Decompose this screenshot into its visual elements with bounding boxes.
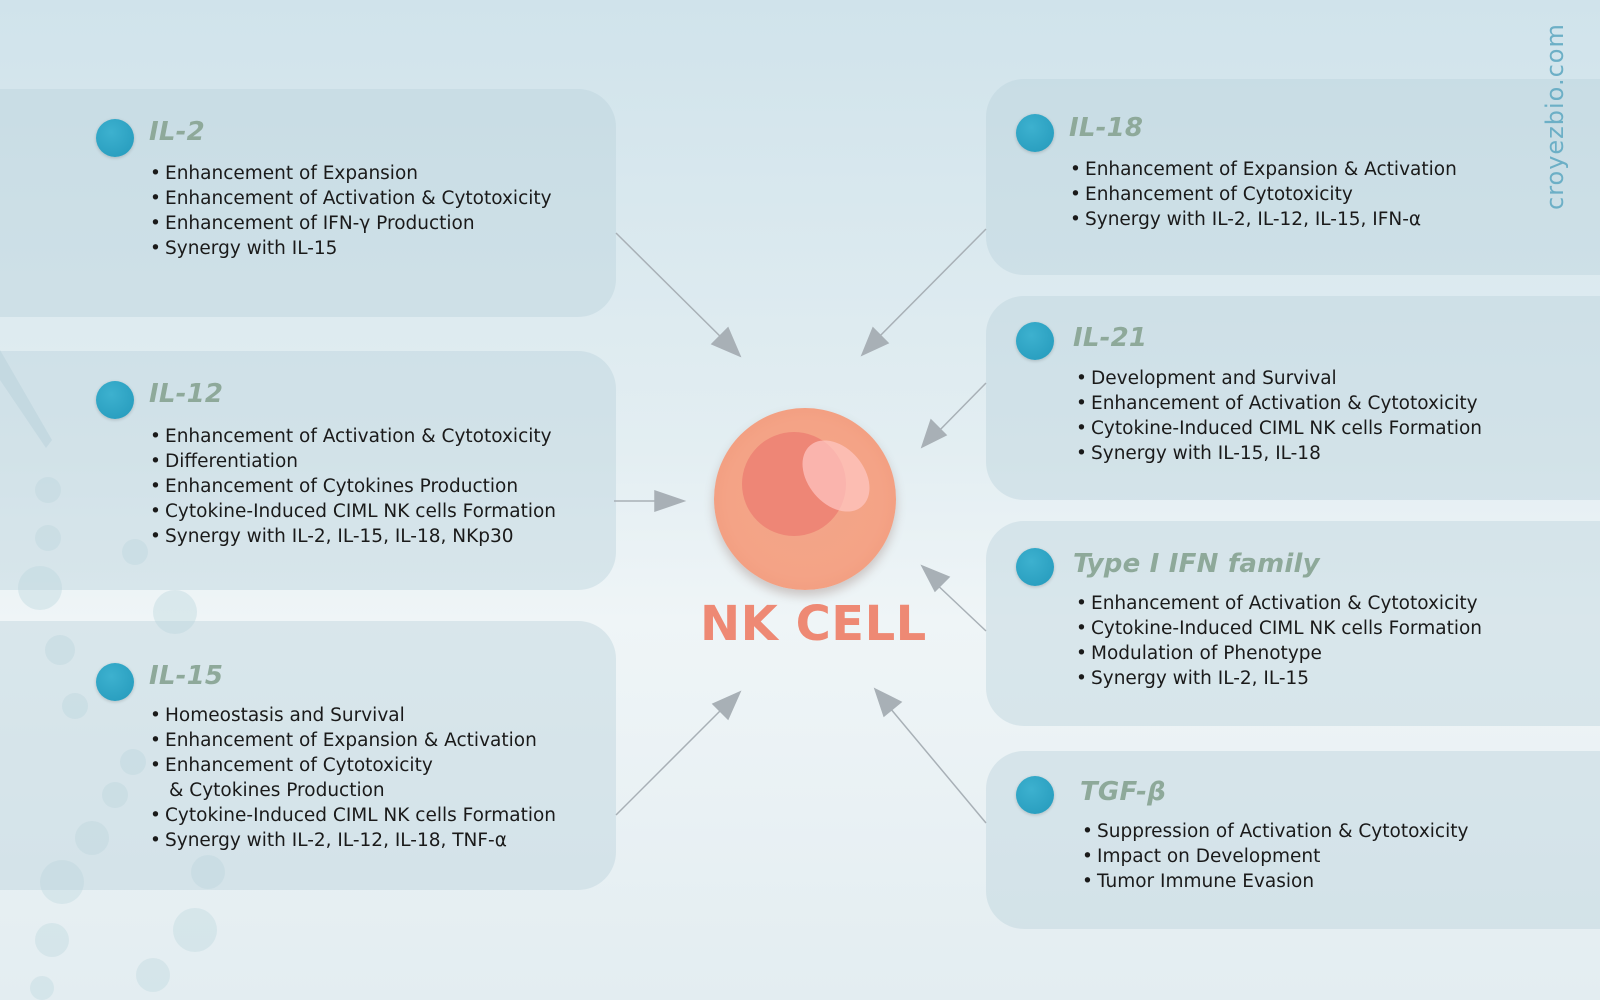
list-item: •Synergy with IL-2, IL-15 xyxy=(1076,668,1310,689)
il15-card: IL-15 •Homeostasis and Survival •Enhance… xyxy=(0,621,616,890)
list-item: •Enhancement of IFN-γ Production xyxy=(150,213,475,234)
list-item: •Tumor Immune Evasion xyxy=(1082,871,1315,892)
ifn-item-list: •Enhancement of Activation & Cytotoxicit… xyxy=(1076,591,1482,691)
il18-title: IL-18 xyxy=(1069,113,1144,143)
il2-card: IL-2 •Enhancement of Expansion •Enhancem… xyxy=(0,89,616,317)
il2-arrowhead xyxy=(710,326,742,358)
il2-bullet-dot xyxy=(96,119,134,157)
list-item: •Enhancement of Cytokines Production xyxy=(150,476,519,497)
il12-card: IL-12 •Enhancement of Activation & Cytot… xyxy=(0,351,616,590)
il12-arrowhead xyxy=(654,489,687,513)
list-item: •Enhancement of Expansion & Activation xyxy=(1070,159,1457,180)
list-item: •Synergy with IL-2, IL-15, IL-18, NKp30 xyxy=(150,526,514,547)
list-item: •Enhancement of Activation & Cytotoxicit… xyxy=(1076,393,1478,414)
nk-cell-graphic xyxy=(714,408,896,590)
il21-arrowhead xyxy=(920,418,948,449)
tgf-title: TGF-β xyxy=(1080,777,1166,807)
il15-arrowhead xyxy=(711,690,742,721)
list-item: •Enhancement of Cytotoxicity xyxy=(150,755,433,776)
list-item: •Impact on Development xyxy=(1082,846,1321,867)
il2-to-cell-arrow xyxy=(615,232,737,353)
ifn-arrowhead xyxy=(920,564,951,593)
list-item: •Synergy with IL-2, IL-12, IL-15, IFN-α xyxy=(1070,209,1422,230)
tgf-beta-card: TGF-β •Suppression of Activation & Cytot… xyxy=(986,751,1600,929)
ifn-bullet-dot xyxy=(1016,548,1054,586)
list-item: •Cytokine-Induced CIML NK cells Formatio… xyxy=(1076,418,1483,439)
il12-title: IL-12 xyxy=(149,379,224,409)
list-item: •Enhancement of Cytotoxicity xyxy=(1070,184,1353,205)
list-item: •Enhancement of Expansion xyxy=(150,163,418,184)
il21-title: IL-21 xyxy=(1073,323,1148,353)
il15-title: IL-15 xyxy=(149,661,224,691)
il12-bullet-dot xyxy=(96,381,134,419)
list-item: •Synergy with IL-15, IL-18 xyxy=(1076,443,1321,464)
list-item: •Development and Survival xyxy=(1076,368,1337,389)
tgf-item-list: •Suppression of Activation & Cytotoxicit… xyxy=(1082,819,1468,894)
il18-bullet-dot xyxy=(1016,114,1054,152)
list-item-continuation: & Cytokines Production xyxy=(169,780,385,801)
tgf-arrowhead xyxy=(873,687,903,718)
list-item: •Enhancement of Expansion & Activation xyxy=(150,730,537,751)
il18-item-list: •Enhancement of Expansion & Activation •… xyxy=(1070,157,1457,232)
tgf-to-cell-arrow xyxy=(884,701,987,824)
il21-bullet-dot xyxy=(1016,322,1054,360)
watermark-text: croyezbio.com xyxy=(1541,23,1569,210)
list-item: •Suppression of Activation & Cytotoxicit… xyxy=(1082,821,1469,842)
list-item: •Cytokine-Induced CIML NK cells Formatio… xyxy=(1076,618,1483,639)
list-item: •Homeostasis and Survival xyxy=(150,705,405,726)
tgf-bullet-dot xyxy=(1016,776,1054,814)
il21-item-list: •Development and Survival •Enhancement o… xyxy=(1076,366,1482,466)
list-item: •Synergy with IL-2, IL-12, IL-18, TNF-α xyxy=(150,830,507,851)
list-item: •Cytokine-Induced CIML NK cells Formatio… xyxy=(150,805,557,826)
list-item: •Synergy with IL-15 xyxy=(150,238,338,259)
type-i-ifn-card: Type I IFN family •Enhancement of Activa… xyxy=(986,521,1600,726)
il12-item-list: •Enhancement of Activation & Cytotoxicit… xyxy=(150,424,556,549)
list-item: •Enhancement of Activation & Cytotoxicit… xyxy=(150,426,552,447)
il18-card: IL-18 •Enhancement of Expansion & Activa… xyxy=(986,79,1600,275)
il2-title: IL-2 xyxy=(149,117,205,147)
il15-to-cell-arrow xyxy=(615,702,729,816)
ifn-title: Type I IFN family xyxy=(1073,549,1320,579)
list-item: •Modulation of Phenotype xyxy=(1076,643,1322,664)
il18-to-cell-arrow xyxy=(871,228,987,345)
il15-item-list: •Homeostasis and Survival •Enhancement o… xyxy=(150,703,556,853)
il2-item-list: •Enhancement of Expansion •Enhancement o… xyxy=(150,161,552,261)
il18-arrowhead xyxy=(860,326,890,357)
il21-to-cell-arrow xyxy=(933,382,987,437)
ifn-to-cell-arrow xyxy=(931,579,987,632)
list-item: •Enhancement of Activation & Cytotoxicit… xyxy=(150,188,552,209)
list-item: •Differentiation xyxy=(150,451,298,472)
il15-bullet-dot xyxy=(96,663,134,701)
list-item: •Enhancement of Activation & Cytotoxicit… xyxy=(1076,593,1478,614)
list-item: •Cytokine-Induced CIML NK cells Formatio… xyxy=(150,501,557,522)
nk-cell-label: NK CELL xyxy=(700,596,927,652)
il21-card: IL-21 •Development and Survival •Enhance… xyxy=(986,296,1600,500)
